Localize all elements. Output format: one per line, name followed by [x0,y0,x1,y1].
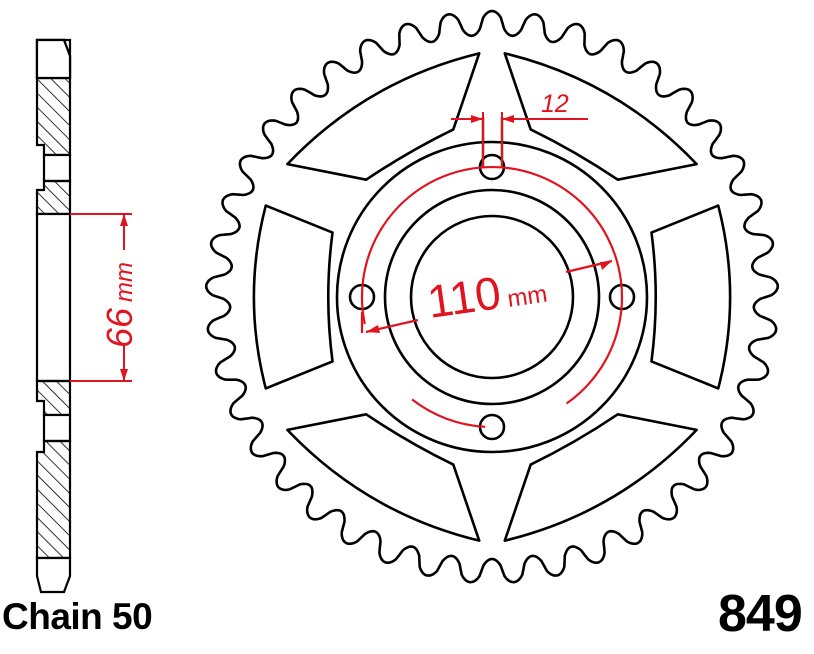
bolt-circle-label: 110mm [424,260,549,328]
side-hub-lower-hatch [35,379,72,417]
side-bottom-tooth-tip [35,556,72,594]
bolt-circle-arc-lower [411,398,486,428]
hub-rings [335,140,649,454]
side-lower-gap [42,413,72,443]
offset-dimension-label: 66mm [99,262,140,348]
offset-dimension: 66mm [70,213,140,382]
slot-width-dimension: 12 [451,90,588,168]
side-upper-gap [42,153,72,183]
bolt-circle-arc [360,165,624,405]
bolt-circle-dimension: 110mm [360,165,624,428]
hub-ring-2 [335,140,649,454]
chain-size-label: Chain 50 [2,596,153,637]
hub-ring-1 [383,188,601,406]
cutout-5 [286,52,481,181]
lightening-cutouts [252,52,732,542]
part-number-label: 849 [718,585,803,643]
cutout-0 [503,52,698,181]
sprocket-teeth-outline [204,9,780,584]
hub-ring-0 [409,214,575,380]
cutout-3 [286,413,481,542]
side-hub-body [35,212,72,383]
cutout-2 [503,413,698,542]
slot-width-label: 12 [541,90,569,118]
side-lower-hatch [35,439,72,560]
side-hub-upper-hatch [35,179,72,216]
cutout-4 [252,204,334,390]
cutout-1 [650,204,732,390]
side-profile-view [35,38,72,594]
sprocket-front-view [204,9,780,584]
